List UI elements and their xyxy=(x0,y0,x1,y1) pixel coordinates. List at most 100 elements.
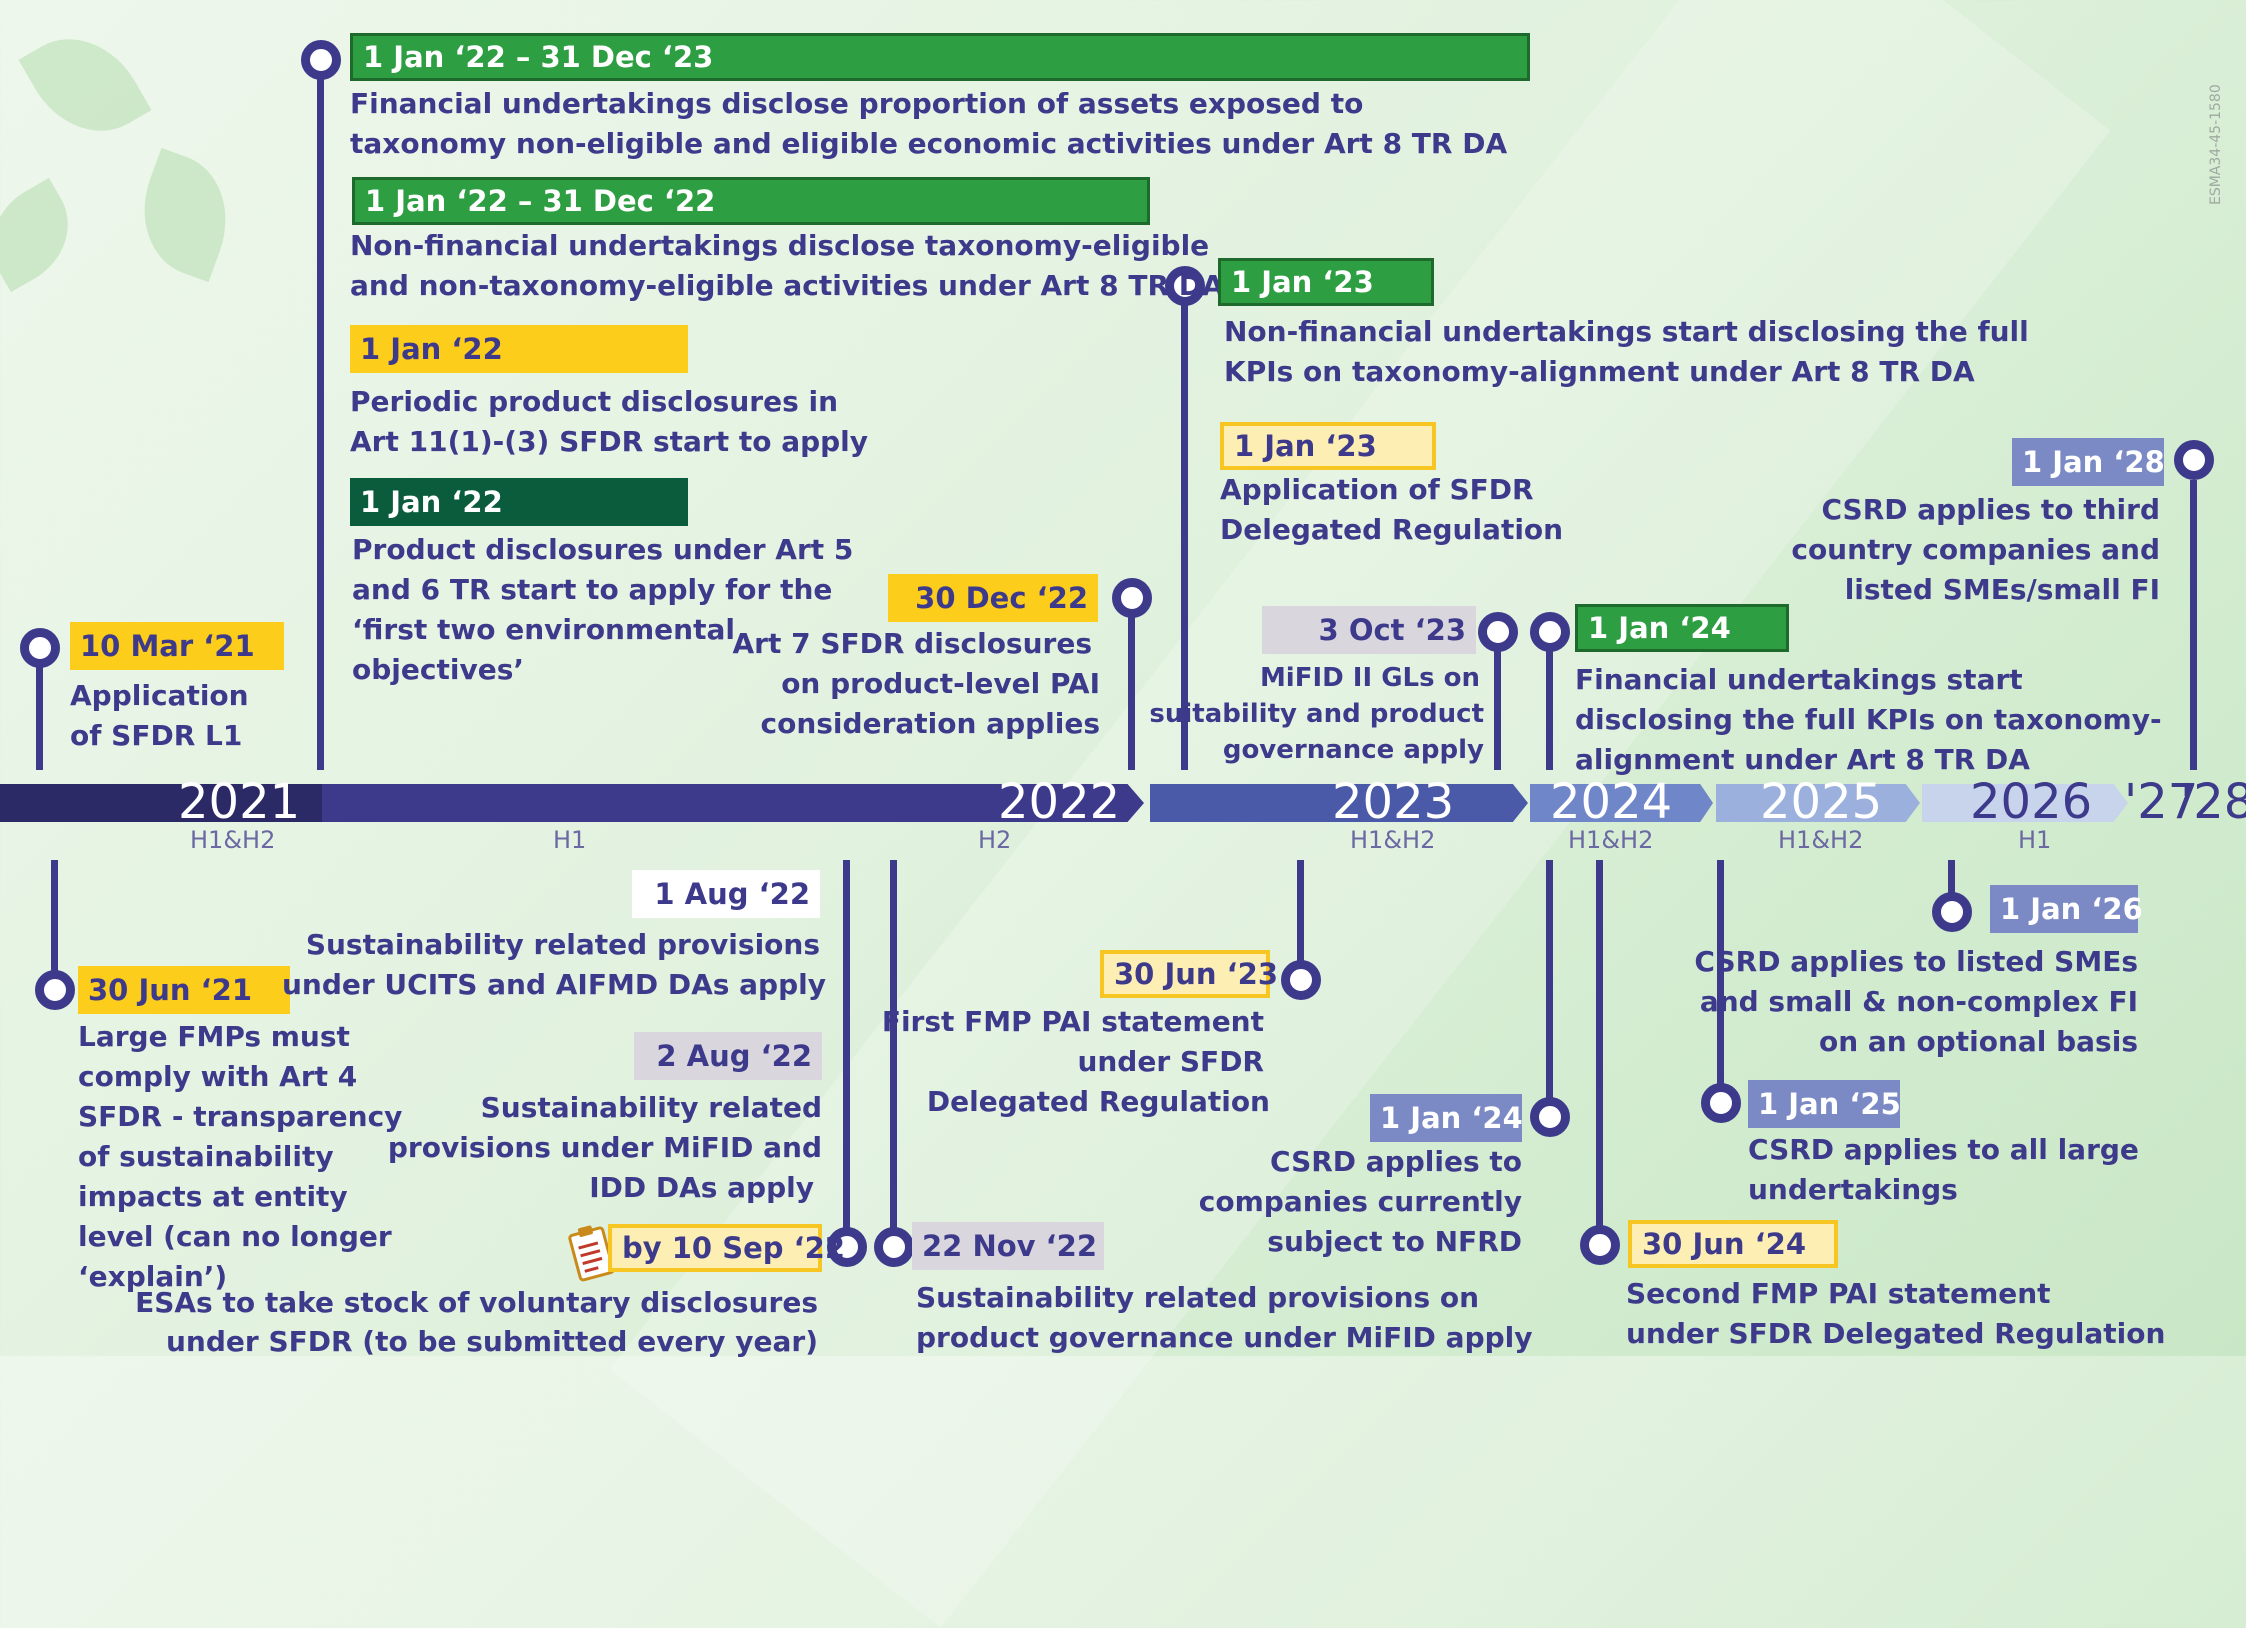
event-text: Non-financial undertakings start disclos… xyxy=(1224,315,2029,348)
half-label: H1&H2 xyxy=(190,826,276,854)
pin-line xyxy=(317,70,324,770)
event-text: Second FMP PAI statement xyxy=(1626,1277,2051,1310)
pin-line xyxy=(843,860,850,1240)
event-text: disclosing the full KPIs on taxonomy- xyxy=(1575,703,2162,736)
year-label: 2026 xyxy=(1970,774,2093,830)
pin-line xyxy=(1596,860,1603,1240)
event-text: MiFID II GLs on xyxy=(1259,663,1480,693)
event-text: provisions under MiFID and xyxy=(387,1131,822,1164)
event-text: Art 7 SFDR disclosures xyxy=(732,627,1093,660)
event-text: ‘first two environmental xyxy=(352,613,735,646)
event-date: 1 Jan ‘23 xyxy=(1218,258,1434,306)
half-label: H1&H2 xyxy=(1350,826,1436,854)
leaf-decoration xyxy=(18,14,152,156)
event-date: 30 Dec ‘22 xyxy=(888,574,1098,622)
event-text: Financial undertakings disclose proporti… xyxy=(350,87,1364,120)
event-text: Delegated Regulation xyxy=(926,1085,1270,1118)
event-text: alignment under Art 8 TR DA xyxy=(1575,743,2030,776)
event-text: on an optional basis xyxy=(1818,1025,2138,1058)
pin-line xyxy=(1297,860,1304,980)
pin-marker xyxy=(874,1227,914,1267)
pin-marker xyxy=(1530,1097,1570,1137)
pin-line xyxy=(1128,610,1135,770)
event-date: 1 Jan ‘22 – 31 Dec ‘22 xyxy=(352,177,1150,225)
event-text: Product disclosures under Art 5 xyxy=(352,533,854,566)
event-text: CSRD applies to listed SMEs xyxy=(1694,945,2138,978)
event-text: ‘explain’) xyxy=(78,1260,228,1293)
event-text: KPIs on taxonomy-alignment under Art 8 T… xyxy=(1224,355,1975,388)
event-text: CSRD applies to all large xyxy=(1748,1133,2139,1166)
event-text: Delegated Regulation xyxy=(1220,513,1564,546)
event-text: of sustainability xyxy=(78,1140,334,1173)
event-date: 1 Jan ‘28 xyxy=(2012,438,2165,486)
event-text: country companies and xyxy=(1791,533,2160,566)
year-label: 2021 xyxy=(178,774,301,830)
event-date: 10 Mar ‘21 xyxy=(70,622,284,670)
event-text: subject to NFRD xyxy=(1267,1225,1522,1258)
pin-line xyxy=(1546,860,1553,1100)
year-label: '27 xyxy=(2124,774,2199,830)
event-text: suitability and product xyxy=(1149,699,1484,729)
event-date: 3 Oct ‘23 xyxy=(1262,606,1476,654)
event-text: Non-financial undertakings disclose taxo… xyxy=(350,229,1210,262)
event-text: taxonomy non-eligible and eligible econo… xyxy=(350,127,1508,160)
half-label: H1&H2 xyxy=(1568,826,1654,854)
event-text: ESAs to take stock of voluntary disclosu… xyxy=(135,1286,818,1319)
event-text: under SFDR xyxy=(1077,1045,1264,1078)
event-text: impacts at entity xyxy=(78,1180,348,1213)
event-text: Sustainability related xyxy=(480,1091,822,1124)
year-label: '28 xyxy=(2180,774,2246,830)
pin-line xyxy=(1717,860,1724,1100)
event-text: product governance under MiFID apply xyxy=(916,1321,1533,1354)
pin-line xyxy=(51,860,58,980)
event-text: Application of SFDR xyxy=(1220,473,1534,506)
event-date: 1 Jan ‘23 xyxy=(1220,422,1436,470)
year-label: 2024 xyxy=(1550,774,1673,830)
event-text: companies currently xyxy=(1198,1185,1522,1218)
event-text: Application xyxy=(70,679,249,712)
pin-line xyxy=(1181,300,1188,770)
event-text: under UCITS and AIFMD DAs apply xyxy=(281,968,826,1001)
event-text: Large FMPs must xyxy=(78,1020,350,1053)
pin-line xyxy=(1546,650,1553,770)
pin-marker xyxy=(35,970,75,1010)
event-text: listed SMEs/small FI xyxy=(1844,573,2160,606)
event-text: of SFDR L1 xyxy=(70,719,243,752)
event-text: SFDR - transparency xyxy=(78,1100,403,1133)
event-text: IDD DAs apply xyxy=(589,1171,814,1204)
half-label: H1 xyxy=(553,826,587,854)
pin-marker xyxy=(1530,612,1570,652)
event-text: on product-level PAI xyxy=(781,667,1100,700)
pin-marker xyxy=(1281,960,1321,1000)
event-text: First FMP PAI statement xyxy=(881,1005,1264,1038)
pin-line xyxy=(1494,650,1501,770)
event-date: 1 Jan ‘24 xyxy=(1370,1094,1523,1142)
event-text: level (can no longer xyxy=(78,1220,392,1253)
event-date: by 10 Sep ‘22 xyxy=(608,1224,845,1272)
event-text: objectives’ xyxy=(352,653,524,686)
event-text: and 6 TR start to apply for the xyxy=(352,573,833,606)
event-text: and small & non-complex FI xyxy=(1699,985,2138,1018)
event-date: 2 Aug ‘22 xyxy=(634,1032,822,1080)
pin-marker xyxy=(1165,266,1205,306)
clipboard-icon xyxy=(566,1221,617,1283)
leaf-decoration xyxy=(0,177,89,293)
pin-line xyxy=(2190,480,2197,770)
event-text: Sustainability related provisions xyxy=(305,928,820,961)
event-text: CSRD applies to xyxy=(1270,1145,1522,1178)
year-label: 2022 xyxy=(998,774,1121,830)
pin-marker xyxy=(827,1227,867,1267)
event-date: 30 Jun ‘23 xyxy=(1100,950,1278,998)
event-date: 1 Jan ‘26 xyxy=(1990,885,2143,933)
event-text: Periodic product disclosures in xyxy=(350,385,839,418)
event-date: 22 Nov ‘22 xyxy=(912,1222,1104,1270)
event-text: comply with Art 4 xyxy=(78,1060,358,1093)
pin-line xyxy=(1948,860,1955,910)
event-text: and non-taxonomy-eligible activities und… xyxy=(350,269,1224,302)
event-text: Art 11(1)-(3) SFDR start to apply xyxy=(350,425,869,458)
event-date: 30 Jun ‘24 xyxy=(1628,1220,1838,1268)
event-text: undertakings xyxy=(1748,1173,1958,1206)
pin-marker xyxy=(1932,892,1972,932)
pin-marker xyxy=(1701,1083,1741,1123)
event-date: 1 Aug ‘22 xyxy=(632,870,820,918)
